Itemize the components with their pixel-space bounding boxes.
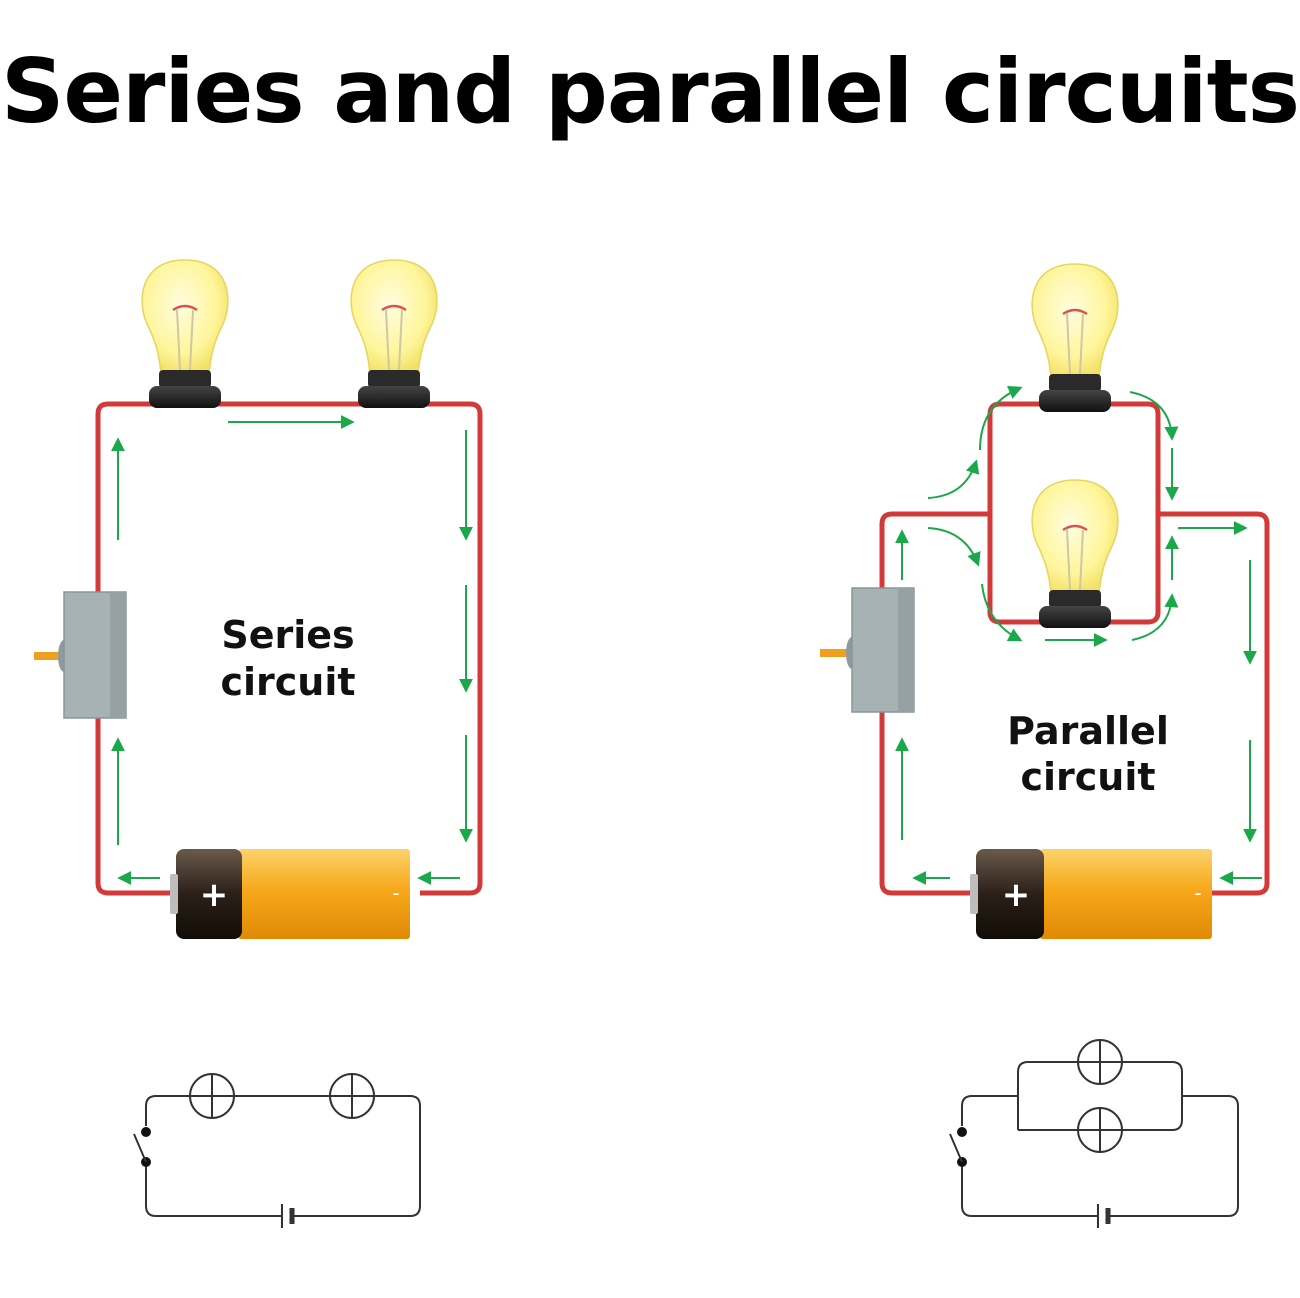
series-wire [95,401,483,896]
battery-icon: + - [970,849,1212,939]
light-bulb-icon [349,258,439,410]
lamp-symbol-icon [329,1073,375,1119]
lamp-symbol-icon [189,1073,235,1119]
series-schematic [133,1073,421,1228]
lamp-symbol-icon [1077,1039,1123,1085]
battery-negative-symbol: - [1194,881,1201,905]
current-arrow-icon [895,385,1262,885]
switch-icon [820,587,915,713]
parallel-label-line1: Parallel [1007,709,1169,753]
parallel-label-line2: circuit [1020,755,1155,799]
battery-icon: + - [170,849,410,939]
light-bulb-icon [1030,478,1120,630]
switch-symbol-icon [949,1127,967,1167]
series-label-line1: Series [221,613,354,657]
battery-negative-symbol: - [392,881,399,905]
switch-symbol-icon [133,1127,151,1167]
light-bulb-icon [1030,262,1120,414]
cell-symbol-icon [281,1204,295,1228]
parallel-schematic [949,1039,1239,1228]
lamp-symbol-icon [1077,1107,1123,1153]
light-bulb-icon [140,258,230,410]
current-arrow-icon [111,415,473,885]
battery-positive-symbol: + [200,875,229,915]
switch-icon [34,591,127,719]
series-circuit: + - Series circuit [34,258,483,939]
series-label-line2: circuit [220,660,355,704]
cell-symbol-icon [1097,1204,1111,1228]
battery-positive-symbol: + [1002,875,1031,915]
parallel-circuit: + - Parallel circuit [820,262,1270,939]
page-title: Series and parallel circuits [0,40,1300,143]
